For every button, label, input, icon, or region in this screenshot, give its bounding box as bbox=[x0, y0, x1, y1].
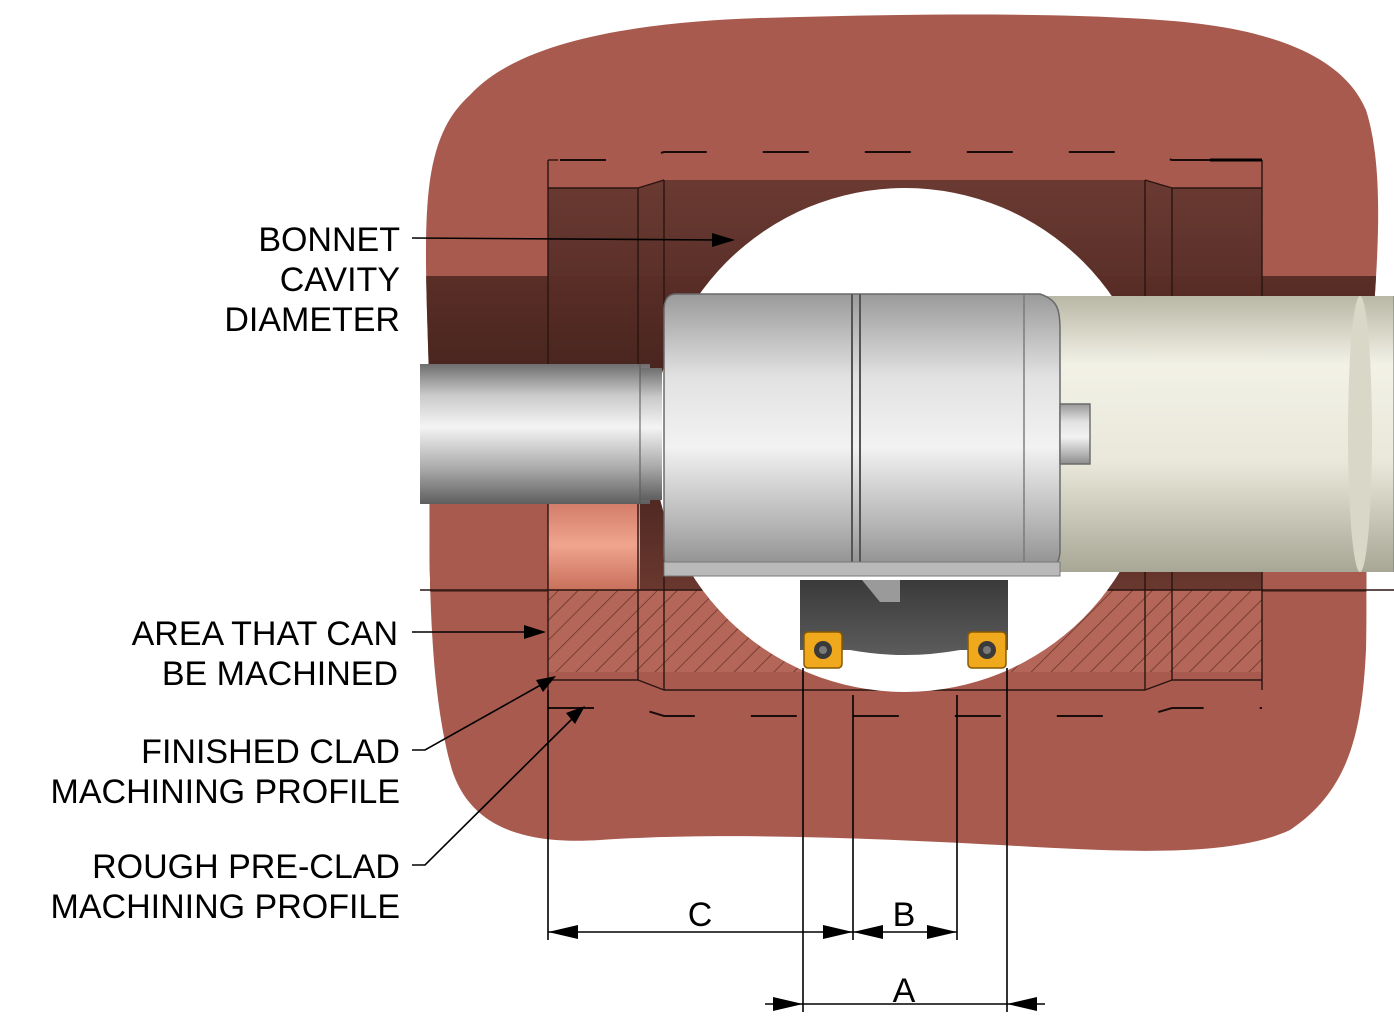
label-area-line1: AREA THAT CAN bbox=[132, 615, 398, 653]
boring-head bbox=[663, 293, 1091, 577]
callout-bonnet-cavity: BONNET CAVITY DIAMETER bbox=[224, 221, 400, 339]
cream-tube bbox=[1028, 296, 1394, 572]
dimension-lines bbox=[548, 925, 1045, 1011]
dimension-extension-lines bbox=[547, 668, 1008, 1012]
cutting-insert-right bbox=[967, 631, 1007, 669]
bore-reflection bbox=[548, 500, 640, 590]
label-finished-line2: MACHINING PROFILE bbox=[51, 773, 400, 811]
label-bonnet-line1: BONNET bbox=[258, 221, 400, 259]
callout-area-machined: AREA THAT CAN BE MACHINED bbox=[132, 615, 398, 693]
callout-leaders bbox=[411, 233, 735, 866]
cutting-insert-left bbox=[803, 631, 843, 669]
label-area-line2: BE MACHINED bbox=[162, 655, 398, 693]
label-finished-line1: FINISHED CLAD bbox=[141, 733, 400, 771]
callout-finished-clad: FINISHED CLAD MACHINING PROFILE bbox=[51, 733, 400, 811]
label-bonnet-line3: DIAMETER bbox=[224, 301, 400, 339]
label-rough-line2: MACHINING PROFILE bbox=[51, 888, 400, 926]
label-bonnet-line2: CAVITY bbox=[280, 261, 400, 299]
label-rough-line1: ROUGH PRE-CLAD bbox=[92, 848, 400, 886]
shaft-left bbox=[420, 364, 662, 504]
dimension-label-a: A bbox=[893, 972, 916, 1010]
dimension-label-b: B bbox=[893, 896, 916, 934]
tool-holder bbox=[800, 580, 1008, 655]
callout-rough-preclad: ROUGH PRE-CLAD MACHINING PROFILE bbox=[51, 848, 400, 926]
rough-preclad-profile bbox=[548, 151, 1262, 717]
dimension-label-c: C bbox=[688, 896, 713, 934]
